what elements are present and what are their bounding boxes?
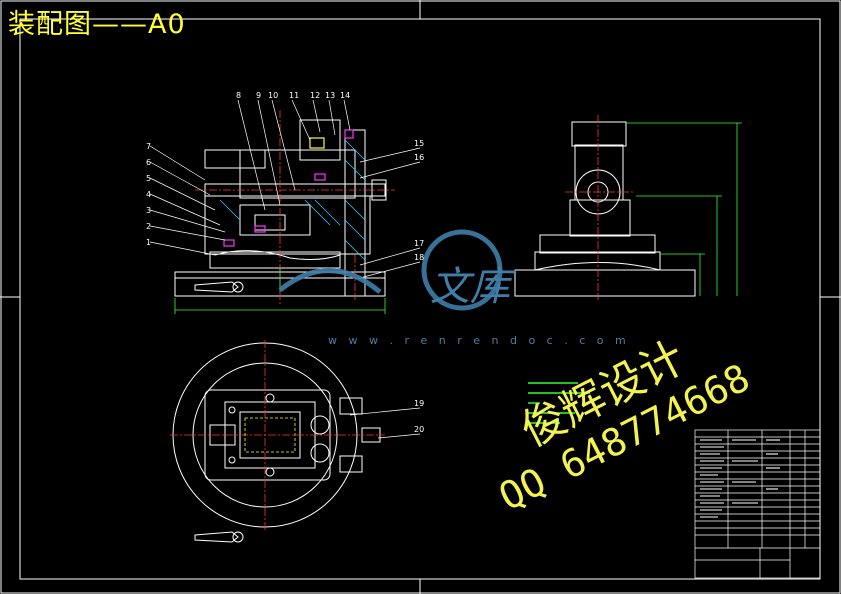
sheet-title: 装配图——A0 xyxy=(8,9,186,40)
balloon-17: 17 xyxy=(414,239,424,248)
balloon-20: 20 xyxy=(414,425,424,434)
top-view-centerlines xyxy=(170,340,385,530)
top-view xyxy=(172,342,381,543)
balloon-5: 5 xyxy=(146,174,151,183)
balloon-3: 3 xyxy=(146,206,151,215)
balloon-6: 6 xyxy=(146,158,151,167)
watermark-logo xyxy=(278,229,503,311)
watermark-site-logo: 文库 xyxy=(430,264,510,310)
parts-list-fill xyxy=(700,439,780,518)
balloon-7: 7 xyxy=(146,142,151,151)
balloon-11: 11 xyxy=(289,91,299,100)
balloon-12: 12 xyxy=(310,91,320,100)
balloon-9: 9 xyxy=(256,91,261,100)
front-view xyxy=(174,119,387,297)
balloon-15: 15 xyxy=(414,139,424,148)
balloon-4: 4 xyxy=(146,190,151,199)
side-view-centerlines xyxy=(565,115,635,300)
technical-notes xyxy=(528,382,590,424)
balloon-8: 8 xyxy=(236,91,241,100)
watermark-site-url: w w w . r e n r e n d o c . c o m xyxy=(328,334,630,347)
balloon-1: 1 xyxy=(146,238,151,247)
balloon-13: 13 xyxy=(325,91,335,100)
front-dimensions xyxy=(174,268,386,314)
front-view-accents xyxy=(223,129,354,247)
front-view-section xyxy=(219,139,366,261)
balloon-18: 18 xyxy=(414,253,424,262)
balloon-2: 2 xyxy=(146,222,151,231)
balloon-numbers: 1 2 3 4 5 6 7 8 9 10 11 12 13 14 15 16 1… xyxy=(146,91,424,434)
side-view-dimensions xyxy=(626,122,742,296)
balloon-14: 14 xyxy=(340,91,350,100)
side-view xyxy=(514,121,696,297)
balloon-16: 16 xyxy=(414,153,424,162)
top-view-hidden xyxy=(244,417,296,453)
balloon-19: 19 xyxy=(414,399,424,408)
leader-lines xyxy=(149,99,421,439)
parts-list-table xyxy=(694,429,821,579)
balloon-10: 10 xyxy=(268,91,278,100)
